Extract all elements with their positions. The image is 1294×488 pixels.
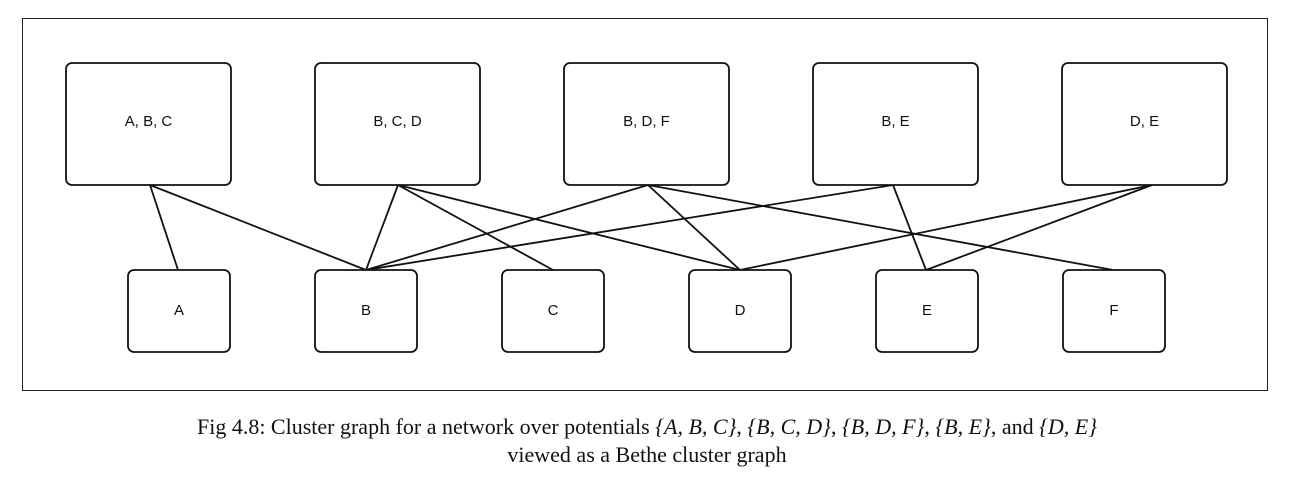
variable-node-b: B (314, 269, 418, 353)
edge-de-d (739, 184, 1153, 271)
variable-box (688, 269, 792, 353)
cluster-box (812, 62, 979, 186)
cluster-label: B, C, D (373, 113, 422, 130)
cluster-graph: A, B, C B, C, D B, D, F B, E D, E A B C D E F (65, 62, 1228, 353)
variable-label: D (735, 302, 746, 319)
edge-de-e (925, 184, 1153, 271)
cluster-node-be: B, E (812, 62, 979, 186)
variable-label: B (361, 302, 371, 319)
caption-prefix: Fig 4.8: Cluster graph for a network ove… (196, 414, 656, 439)
cluster-label: D, E (1130, 113, 1159, 130)
cluster-label: B, D, F (623, 113, 670, 130)
caption-sep: , (830, 414, 842, 439)
variable-label: A (174, 302, 184, 319)
node-layer: A, B, C B, C, D B, D, F B, E D, E A B C D E F (65, 62, 1228, 353)
variable-box (1062, 269, 1166, 353)
caption-sep: , and (990, 414, 1040, 439)
edge-be-e (892, 184, 927, 271)
caption-set-abc: {A, B, C} (655, 414, 737, 439)
caption-set-bdf: {B, D, F} (841, 414, 925, 439)
caption-sep: , (736, 414, 748, 439)
edge-abc-b (149, 184, 367, 271)
edge-bdf-b (365, 184, 649, 271)
edge-bcd-d (397, 184, 741, 271)
edge-bdf-f (647, 184, 1114, 271)
cluster-node-bcd: B, C, D (314, 62, 481, 186)
caption-set-de: {D, E} (1039, 414, 1098, 439)
cluster-node-abc: A, B, C (65, 62, 232, 186)
cluster-node-bdf: B, D, F (563, 62, 730, 186)
variable-box (127, 269, 231, 353)
diagram-frame (22, 18, 1268, 391)
caption-set-be: {B, E} (935, 414, 991, 439)
variable-label: F (1109, 302, 1118, 319)
variable-node-a: A (127, 269, 231, 353)
cluster-box (563, 62, 730, 186)
variable-node-c: C (501, 269, 605, 353)
variable-label: E (922, 302, 932, 319)
cluster-label: B, E (881, 113, 909, 130)
edge-bcd-c (397, 184, 554, 271)
edge-abc-a (149, 184, 179, 271)
variable-node-e: E (875, 269, 979, 353)
variable-node-f: F (1062, 269, 1166, 353)
variable-label: C (548, 302, 559, 319)
cluster-node-de: D, E (1061, 62, 1228, 186)
caption-set-bcd: {B, C, D} (747, 414, 831, 439)
variable-box (501, 269, 605, 353)
caption-line-2: viewed as a Bethe cluster graph (507, 442, 787, 467)
cluster-box (65, 62, 232, 186)
cluster-box (1061, 62, 1228, 186)
edge-be-b (365, 184, 894, 271)
caption-line-1: Fig 4.8: Cluster graph for a network ove… (0, 413, 1294, 441)
edge-bdf-d (647, 184, 741, 271)
variable-box (875, 269, 979, 353)
variable-node-d: D (688, 269, 792, 353)
edge-layer (149, 184, 1153, 271)
variable-box (314, 269, 418, 353)
figure-caption: Fig 4.8: Cluster graph for a network ove… (0, 413, 1294, 469)
edge-bcd-b (365, 184, 399, 271)
caption-sep: , (924, 414, 936, 439)
cluster-label: A, B, C (125, 113, 173, 130)
cluster-box (314, 62, 481, 186)
